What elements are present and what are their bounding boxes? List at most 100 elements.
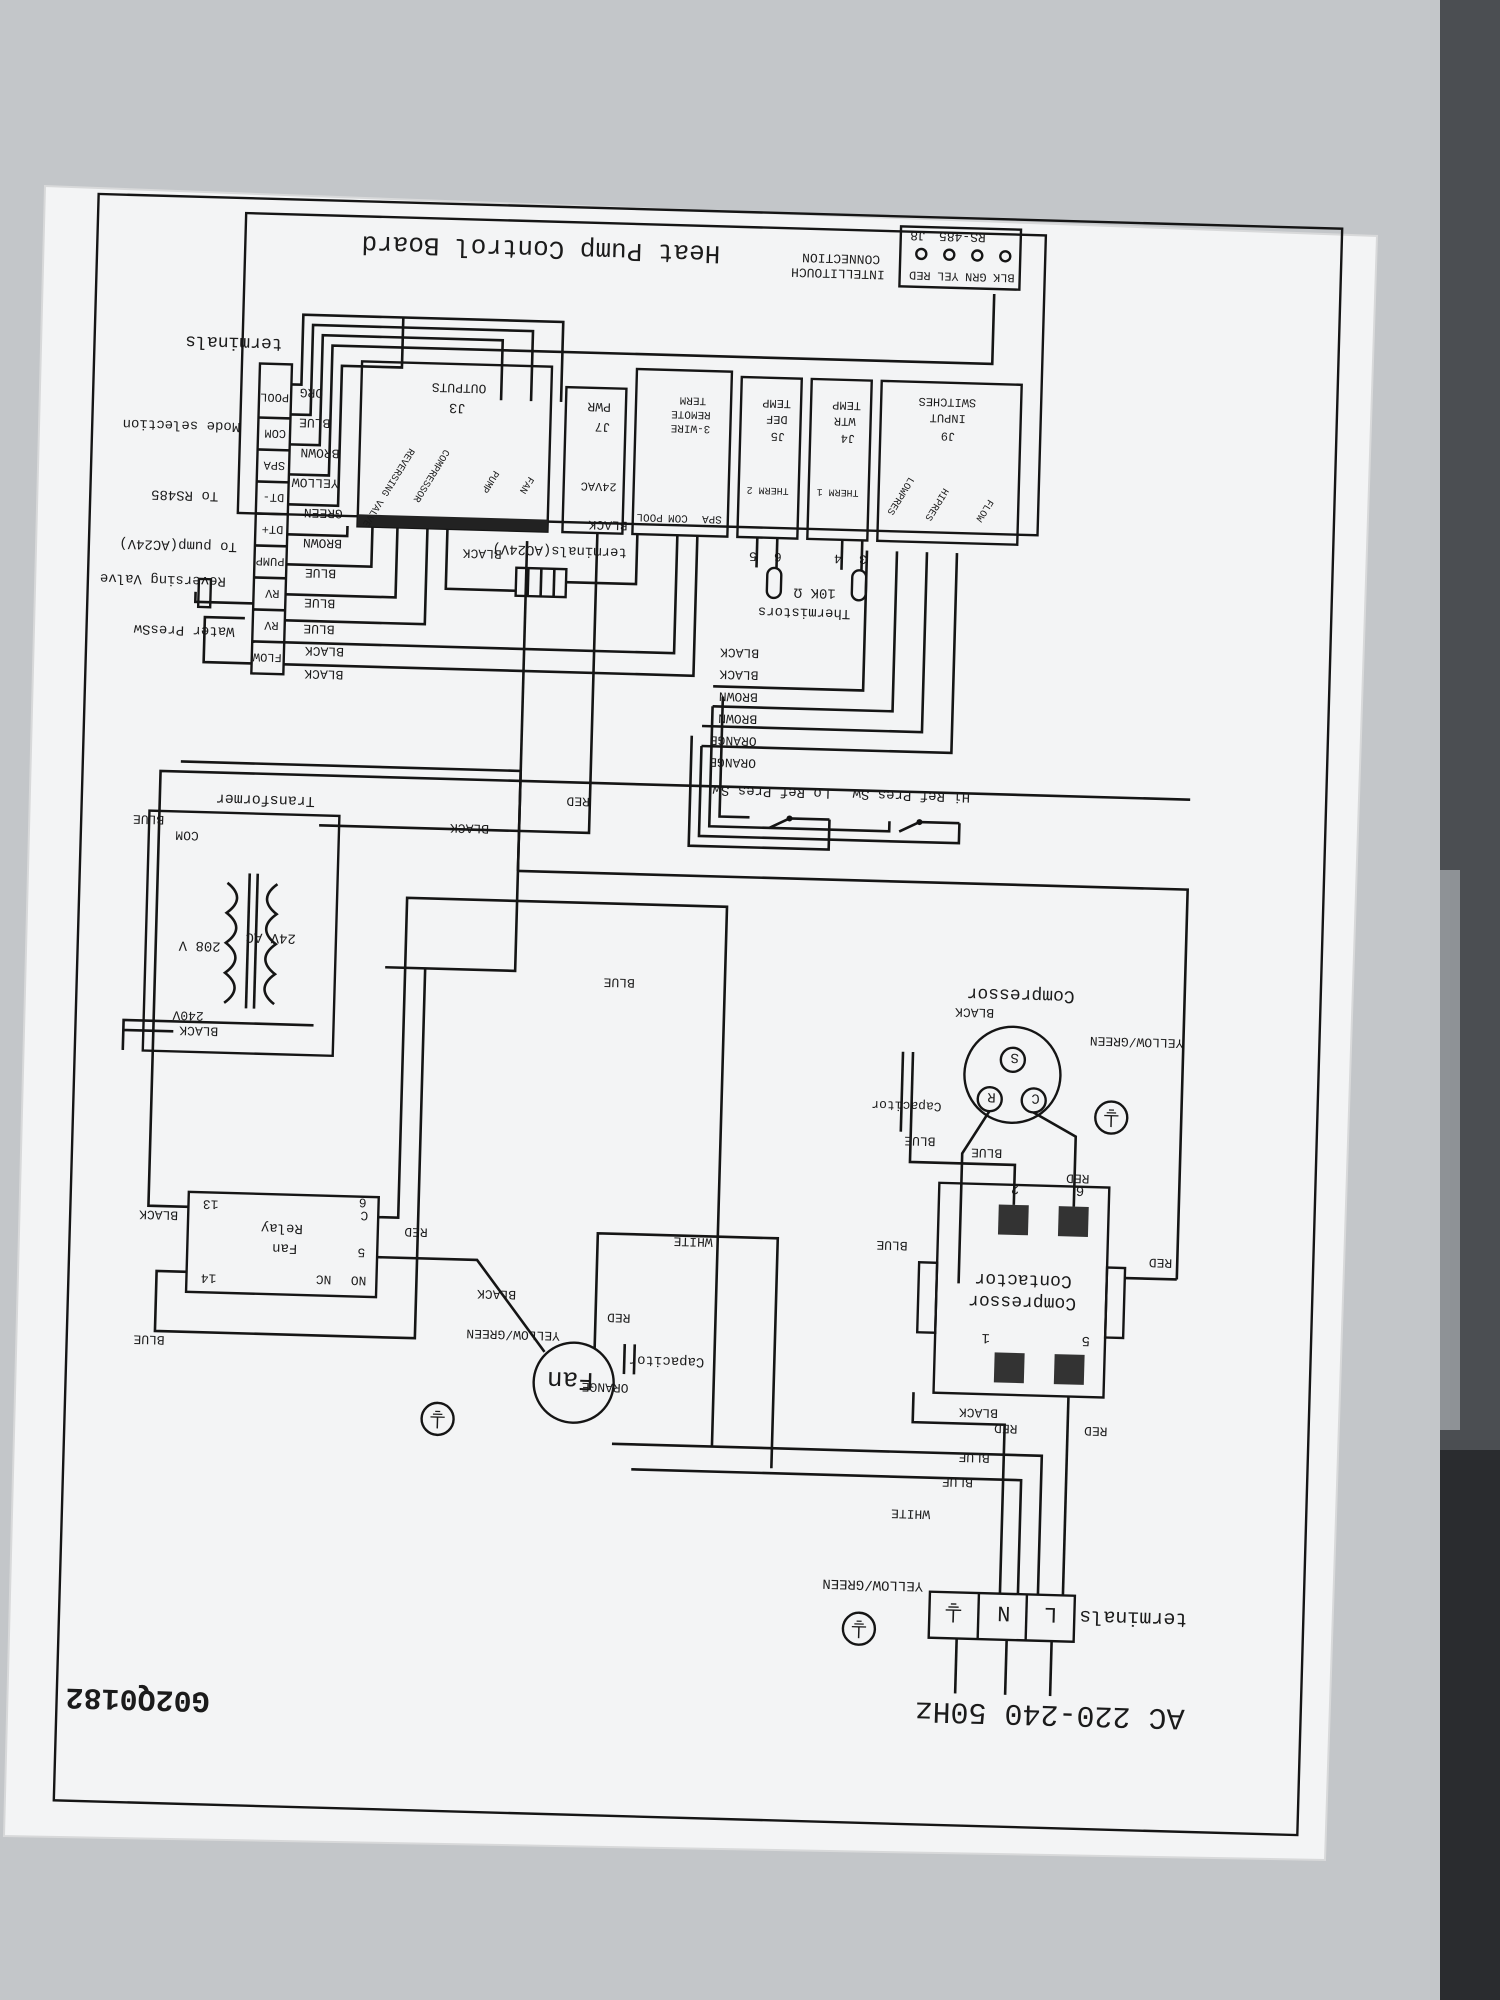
terminal-ground-icon: ⏚	[941, 1595, 966, 1624]
diagram-frame	[52, 192, 1344, 1837]
relay-name: Fan	[272, 1239, 298, 1256]
left-term-flow: FLOW	[252, 649, 282, 664]
wire-label-orange-2: ORANGE	[709, 732, 756, 748]
compressor-contactor: Compressor Contactor 5 1 6 2	[915, 1180, 1127, 1399]
label-to-pump: To pump(AC24V)	[119, 535, 237, 554]
j7-sub: PWR	[587, 399, 611, 415]
j5-l1: DEF	[766, 412, 788, 427]
j7-title: J7	[595, 419, 611, 434]
j8-label: J8	[910, 228, 926, 243]
wire-label-white-1: WHITE	[891, 1506, 931, 1522]
left-term-pool: POOL	[260, 390, 289, 405]
j4-title: J4	[841, 431, 856, 445]
j8-connector	[898, 225, 1023, 291]
wire-label-brown-3: BROWN	[303, 535, 342, 551]
wire-label-red-5: RED	[404, 1224, 428, 1240]
ac24v-label: terminals(AC24V)	[492, 540, 627, 560]
left-term-rv-1: RV	[263, 618, 279, 632]
wire-label-blue-11: BLUE	[304, 595, 336, 611]
wire-label-blue-2: BLUE	[941, 1474, 973, 1490]
j3-sub: OUTPUTS	[431, 379, 486, 396]
relay-c: C	[360, 1208, 368, 1223]
transformer: Transformer 240V 208 V 24V AC COM	[141, 789, 341, 1058]
remote-pin-pool: POOL	[636, 510, 663, 523]
relay-no: NO	[350, 1272, 366, 1287]
ac24v-terminals: terminals(AC24V)	[492, 540, 627, 599]
compressor-terminal-r: R	[987, 1088, 996, 1104]
wire-label-red-6: RED	[566, 793, 590, 809]
wire-label-black-10: BLACK	[304, 666, 344, 682]
wire-label-brown-1: BROWN	[718, 710, 757, 726]
wire-label-black-6: BLACK	[719, 666, 759, 682]
fan-ground-label: YELLOW/GREEN	[466, 1326, 560, 1344]
label-sticker	[2, 184, 1379, 1862]
relay-sub: Relay	[261, 1219, 303, 1236]
j4-pin: THERM 1	[816, 485, 858, 497]
thermistors-value: 10K Ω	[794, 584, 836, 601]
j5-connector	[736, 375, 804, 540]
hi-pres-label: Hi Ref Pres Sw	[852, 785, 971, 804]
j8-pin-red: RED	[909, 268, 931, 283]
j5-pin: THERM 2	[747, 483, 789, 495]
left-terminal-strip: FLOW RV RV PUMP DT+ DT- SPA COM POOL	[250, 362, 294, 676]
wire-label-green: GREEN	[304, 505, 343, 521]
j8-rs485: RS-485	[939, 228, 986, 244]
remote-pin-spa: SPA	[701, 512, 722, 525]
j3-title: J3	[449, 399, 466, 415]
wire-label-blue-1: BLUE	[958, 1449, 990, 1465]
transformer-label: Transformer	[216, 789, 315, 809]
therm-pin-4: 4	[834, 551, 842, 566]
lo-pres-label: Lo Ref Pres Sw	[712, 781, 831, 800]
transformer-240: 240V	[172, 1007, 204, 1023]
j8-pin-blk: BLK	[992, 270, 1015, 285]
terminal-n: N	[997, 1600, 1011, 1625]
relay-pin-14: 14	[200, 1270, 216, 1285]
label-water-pressw: Water PresSw	[133, 620, 235, 639]
fan-ground-icon: ⏚	[426, 1404, 449, 1430]
j9-l2: SWITCHES	[918, 394, 976, 410]
compressor-ground-icon: ⏚	[1100, 1102, 1123, 1128]
left-term-rv-2: RV	[264, 586, 280, 600]
compressor-capacitor-label: Capacitor	[871, 1097, 942, 1114]
fan-label: Fan	[547, 1364, 595, 1395]
fan-wire-orange: ORANGE	[581, 1379, 628, 1395]
wire-label-black-3: BLACK	[139, 1206, 179, 1222]
wire-label-black-4: BLACK	[179, 1023, 219, 1039]
wire-label-black-2: BLACK	[955, 1004, 995, 1020]
contactor-pin-5: 5	[1081, 1332, 1090, 1348]
therm-pin-5: 5	[749, 548, 757, 563]
wire-label-blue-13: BLUE	[299, 415, 331, 431]
label-mode-selection: Mode selection	[122, 415, 240, 434]
fan-relay: Fan Relay NC NO C 14 13 5 6	[184, 1190, 380, 1299]
intellitouch-line2: CONNECTION	[802, 250, 880, 267]
wire-label-blue-12: BLUE	[305, 565, 337, 581]
terminals-label: terminals	[1079, 1604, 1188, 1630]
transformer-24v: 24V AC	[245, 928, 296, 945]
wire-label-black-7: BLACK	[720, 644, 760, 660]
wire-label-black-8: BLACK	[462, 545, 502, 561]
wire-label-org: ORG	[300, 385, 324, 401]
wire-label-blue-3: BLUE	[971, 1145, 1003, 1161]
transformer-com: COM	[175, 827, 199, 843]
remote-l1: 3-WIRE	[670, 421, 710, 434]
j4-l2: TEMP	[832, 398, 861, 413]
j8-pin-grn: GRN	[965, 269, 987, 284]
wire-label-blue-5: BLUE	[876, 1237, 908, 1253]
diagram-content: G02Q0182 AC 220-240 50Hz L N ⏚ terminals…	[52, 192, 1344, 1837]
label-to-rs485: To RS485	[151, 486, 219, 504]
wire-label-yellow: YELLOW	[291, 474, 338, 490]
wire-label-red-1: RED	[1084, 1423, 1108, 1439]
wire-label-blue-8: BLUE	[133, 811, 165, 827]
j7-connector	[561, 385, 628, 535]
j9-title: J9	[941, 429, 956, 443]
left-term-dtplus: DT+	[262, 522, 284, 537]
label-terminals-left: terminals	[185, 330, 283, 353]
remote-l2: REMOTE	[671, 407, 711, 420]
remote-pin-com: COM	[668, 511, 688, 524]
pressure-switches: Hi Ref Pres Sw Lo Ref Pres Sw	[687, 696, 971, 851]
j5-l2: TEMP	[762, 396, 791, 411]
compressor-terminal-s: S	[1010, 1049, 1019, 1065]
relay-pin-13: 13	[203, 1196, 219, 1211]
left-term-dtminus: DT-	[262, 490, 284, 505]
